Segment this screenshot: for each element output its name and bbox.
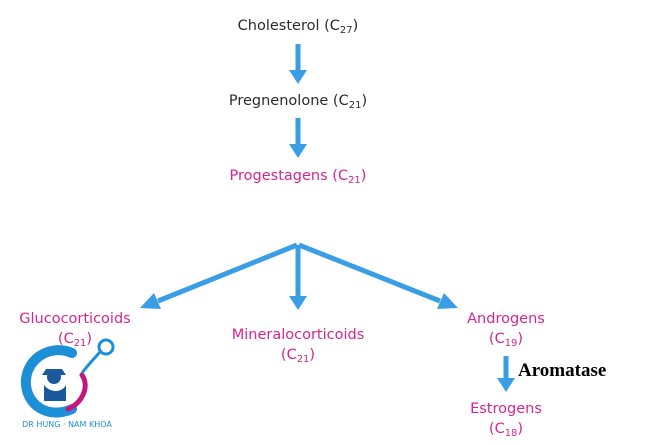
arrow-progestagens-to-glucocorticoids — [140, 242, 298, 309]
node-mineralocorticoids-subscript: 21 — [296, 354, 310, 365]
node-progestagens: Progestagens (C21) — [229, 168, 367, 186]
node-androgens-formula-line: (C19) — [488, 331, 524, 349]
node-cholesterol-name: Cholesterol — [237, 18, 320, 34]
node-androgens-subscript: 19 — [504, 338, 518, 349]
node-mineralocorticoids-name: Mineralocorticoids — [231, 327, 365, 343]
node-estrogens-subscript: 18 — [504, 428, 518, 439]
node-pregnenolone-name: Pregnenolone — [228, 93, 329, 109]
node-pregnenolone-formula: C — [338, 93, 349, 109]
node-pregnenolone: Pregnenolone (C21) — [228, 93, 368, 111]
node-cholesterol-formula: C — [329, 18, 340, 34]
node-progestagens-subscript: 21 — [348, 175, 361, 186]
arrow-pregnenolone-to-progestagens — [289, 118, 307, 158]
node-estrogens-name: Estrogens — [470, 401, 542, 417]
node-mineralocorticoids: Mineralocorticoids (C21) — [218, 325, 378, 370]
node-cholesterol-subscript: 27 — [339, 25, 353, 36]
node-estrogens-formula: C — [494, 421, 505, 437]
node-glucocorticoids-formula: C — [63, 331, 74, 347]
logo-mark — [20, 338, 115, 418]
aromatase-label: Aromatase — [518, 360, 607, 381]
node-mineralocorticoids-formula-line: (C21) — [280, 347, 316, 365]
node-mineralocorticoids-formula: C — [286, 347, 297, 363]
node-estrogens-formula-line: (C18) — [488, 421, 524, 439]
node-progestagens-name: Progestagens — [229, 168, 328, 184]
arrow-progestagens-to-mineralocorticoids — [289, 245, 307, 310]
arrow-androgens-to-estrogens — [497, 356, 515, 392]
node-estrogens: Estrogens (C18) — [451, 399, 561, 444]
logo-text: DR HUNG · NAM KHOA — [22, 420, 112, 429]
node-glucocorticoids-formula-line: (C21) — [57, 331, 93, 349]
arrow-cholesterol-to-pregnenolone — [289, 44, 307, 84]
node-pregnenolone-subscript: 21 — [348, 100, 362, 111]
node-cholesterol: Cholesterol (C27) — [237, 18, 359, 36]
node-glucocorticoids-name: Glucocorticoids — [19, 311, 131, 327]
node-glucocorticoids-subscript: 21 — [73, 338, 87, 349]
logo: DR HUNG · NAM KHOA — [20, 338, 115, 429]
arrow-progestagens-to-androgens — [298, 242, 458, 309]
node-androgens-formula: C — [494, 331, 505, 347]
node-androgens-name: Androgens — [467, 311, 545, 327]
node-glucocorticoids: Glucocorticoids (C21) — [5, 309, 145, 354]
node-androgens: Androgens (C19) — [451, 309, 561, 354]
node-progestagens-formula: C — [337, 168, 349, 184]
